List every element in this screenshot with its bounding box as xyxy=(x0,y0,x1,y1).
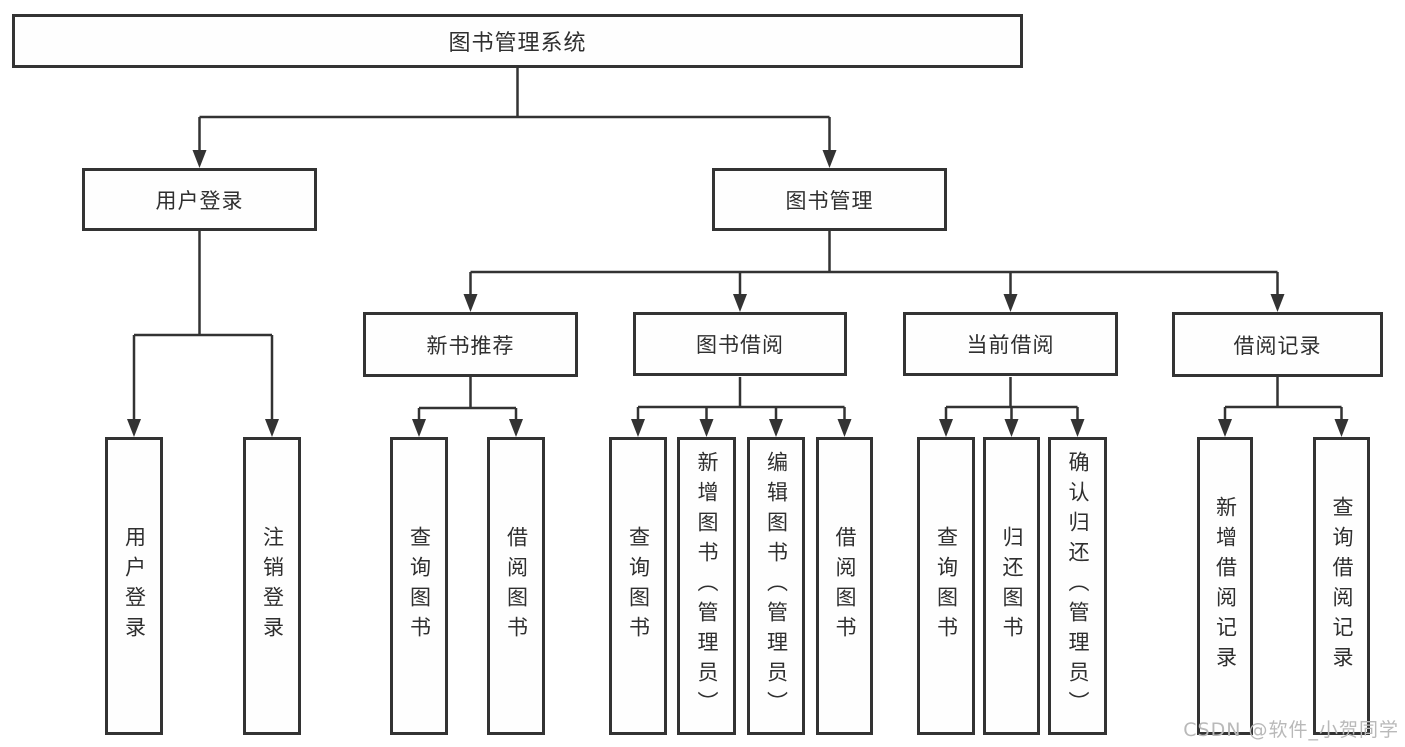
node-label: 借阅记录 xyxy=(1233,333,1322,358)
node-label: 注销登录 xyxy=(260,526,285,646)
leaf-add-books-admin: 新增图书（管理员） xyxy=(677,437,736,735)
leaf-edit-books-admin: 编辑图书（管理员） xyxy=(747,437,805,735)
node-current-borrow: 当前借阅 xyxy=(903,312,1118,376)
node-label: 查询图书 xyxy=(626,526,651,646)
leaf-confirm-return-admin: 确认归还（管理员） xyxy=(1048,437,1107,735)
node-label: 借阅图书 xyxy=(833,526,857,646)
node-label: 图书管理系统 xyxy=(448,31,587,56)
node-book-borrow: 图书借阅 xyxy=(633,312,847,376)
node-label: 当前借阅 xyxy=(966,333,1055,357)
leaf-return-books: 归还图书 xyxy=(983,437,1040,735)
node-label: 查询图书 xyxy=(934,526,959,646)
node-library-management-system: 图书管理系统 xyxy=(12,14,1023,68)
leaf-borrow-books-1: 借阅图书 xyxy=(487,437,545,735)
node-label: 用户登录 xyxy=(155,188,244,213)
node-new-book-recommend: 新书推荐 xyxy=(363,312,578,377)
node-label: 借阅图书 xyxy=(504,526,529,646)
tree-edges xyxy=(132,68,1343,423)
node-book-management: 图书管理 xyxy=(712,168,947,231)
node-user-login: 用户登录 xyxy=(82,168,317,231)
leaf-query-books-1: 查询图书 xyxy=(390,437,448,735)
node-label: 新增借阅记录 xyxy=(1213,496,1238,676)
leaf-query-borrow-record: 查询借阅记录 xyxy=(1313,437,1370,735)
node-label: 编辑图书（管理员） xyxy=(764,451,789,721)
leaf-user-login: 用户登录 xyxy=(105,437,163,735)
node-label: 查询图书 xyxy=(407,526,432,646)
node-label: 查询借阅记录 xyxy=(1330,496,1354,676)
node-label: 归还图书 xyxy=(1000,526,1024,646)
node-label: 图书借阅 xyxy=(696,333,784,357)
node-borrow-records: 借阅记录 xyxy=(1172,312,1383,377)
leaf-logout: 注销登录 xyxy=(243,437,301,735)
csdn-watermark: CSDN @软件_小贺同学 xyxy=(1183,719,1399,741)
arrow-heads xyxy=(127,150,1349,437)
leaf-query-books-3: 查询图书 xyxy=(917,437,975,735)
node-label: 新增图书（管理员） xyxy=(695,451,719,721)
node-label: 图书管理 xyxy=(785,188,874,213)
node-label: 用户登录 xyxy=(122,526,147,646)
leaf-query-books-2: 查询图书 xyxy=(609,437,667,735)
node-label: 确认归还（管理员） xyxy=(1066,451,1090,721)
node-label: 新书推荐 xyxy=(426,333,515,358)
leaf-add-borrow-record: 新增借阅记录 xyxy=(1197,437,1253,735)
leaf-borrow-books-2: 借阅图书 xyxy=(816,437,873,735)
